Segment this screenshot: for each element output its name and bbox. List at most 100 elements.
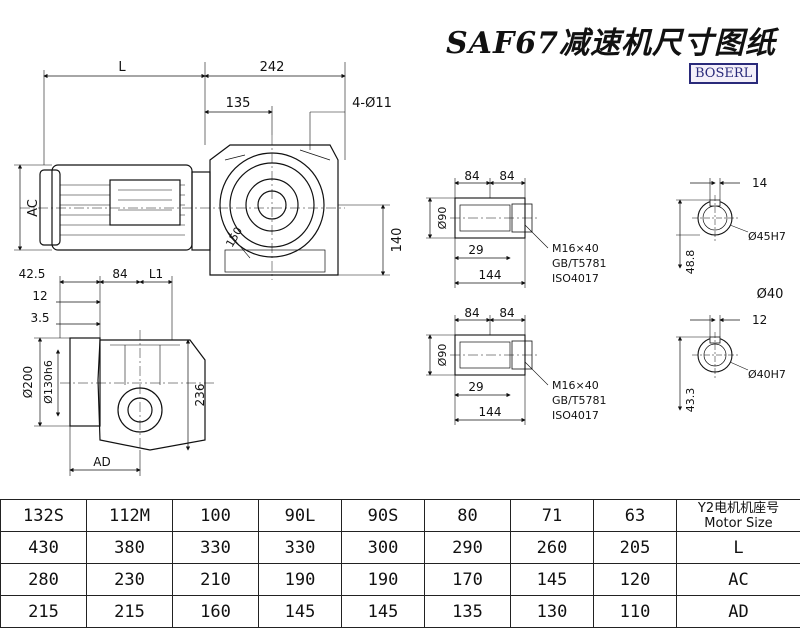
side-view-labels: 42.5 84 L1 12 3.5 Ø200 Ø130h6 236 AD (19, 267, 207, 469)
section-1-labels: 14 Ø45H7 48.8 Ø40 (684, 176, 786, 302)
thread-3-label: ISO4017 (552, 272, 599, 285)
dim-144-label: 144 (479, 268, 502, 282)
gearbox-housing (209, 144, 339, 276)
table-cell: 280 (0, 563, 87, 596)
dim-29-label-2: 29 (468, 380, 483, 394)
dim-L-label: L (118, 60, 126, 75)
main-view-labels: L 242 135 4-Ø11 AC 140 150 (26, 60, 405, 252)
table-cell: 210 (172, 563, 259, 596)
table-cell: 330 (258, 531, 342, 564)
dim-140-label: 140 (390, 228, 405, 253)
dim-bore-40-label: Ø40H7 (748, 368, 786, 381)
section-2 (676, 315, 749, 411)
dim-12-sec-label: 12 (752, 313, 767, 327)
table-cell: 135 (424, 595, 511, 628)
thread-3-label-2: ISO4017 (552, 409, 599, 422)
dim-29-label: 29 (468, 243, 483, 257)
thread-2-label: GB/T5781 (552, 257, 607, 270)
row-label: AC (676, 563, 800, 596)
main-view (14, 62, 390, 280)
table-cell: 190 (258, 563, 342, 596)
dim-holes-label: 4-Ø11 (352, 96, 392, 111)
table-row: 280 230 210 190 190 170 145 120 AC (0, 563, 800, 596)
table-cell: 160 (172, 595, 259, 628)
dim-84b-label-2: 84 (499, 306, 514, 320)
table-header-row: 132S 112M 100 90L 90S 80 71 63 Y2电机机座号 M… (0, 499, 800, 532)
dim-135-label: 135 (226, 96, 251, 111)
table-row: 215 215 160 145 145 135 130 110 AD (0, 595, 800, 628)
row-label: AD (676, 595, 800, 628)
dim-bore-45-label: Ø45H7 (748, 230, 786, 243)
dim-200-label: Ø200 (21, 366, 35, 398)
shaft-view-2 (426, 315, 549, 425)
brand-logo: BOSERL (689, 63, 759, 84)
dim-48-8-label: 48.8 (684, 250, 697, 275)
table-cell: 145 (341, 595, 425, 628)
table-cell: 380 (86, 531, 173, 564)
dim-84b-label: 84 (499, 169, 514, 183)
size-cell: 71 (510, 499, 594, 532)
table-cell: 120 (593, 563, 677, 596)
side-view (34, 276, 215, 476)
table-cell: 290 (424, 531, 511, 564)
table-cell: 430 (0, 531, 87, 564)
dim-84a-label: 84 (464, 169, 479, 183)
table-cell: 145 (510, 563, 594, 596)
header-label-cn: Y2电机机座号 (697, 500, 780, 516)
table-cell: 170 (424, 563, 511, 596)
table-cell: 205 (593, 531, 677, 564)
table-cell: 190 (341, 563, 425, 596)
motor-fan-cover (39, 169, 61, 246)
shaft-view-1 (426, 178, 549, 288)
dim-84-label: 84 (112, 267, 127, 281)
motor-size-table: 132S 112M 100 90L 90S 80 71 63 Y2电机机座号 M… (0, 499, 800, 628)
header-label-en: Motor Size (704, 515, 773, 531)
dim-90-label: Ø90 (436, 207, 449, 230)
dim-42-5-label: 42.5 (19, 267, 46, 281)
size-cell: 63 (593, 499, 677, 532)
dim-242-label: 242 (260, 60, 285, 75)
table-cell: 130 (510, 595, 594, 628)
table-cell: 260 (510, 531, 594, 564)
table-cell: 145 (258, 595, 342, 628)
side-housing (97, 339, 206, 451)
size-cell: 132S (0, 499, 87, 532)
dim-144-label-2: 144 (479, 405, 502, 419)
shaft-view-2-labels: 84 84 29 144 Ø90 M16×40 GB/T5781 ISO4017 (436, 306, 607, 422)
table-cell: 215 (0, 595, 87, 628)
side-flange (69, 337, 101, 427)
drawing-title: SAF67减速机尺寸图纸 (446, 26, 776, 61)
table-header-label: Y2电机机座号 Motor Size (676, 499, 800, 532)
table-cell: 215 (86, 595, 173, 628)
size-cell: 90S (341, 499, 425, 532)
dim-3-5-label: 3.5 (30, 311, 49, 325)
table-cell: 330 (172, 531, 259, 564)
dim-43-3-label: 43.3 (684, 388, 697, 413)
size-cell: 112M (86, 499, 173, 532)
size-cell: 90L (258, 499, 342, 532)
dim-90-label-2: Ø90 (436, 344, 449, 367)
dim-84a-label-2: 84 (464, 306, 479, 320)
thread-1-label: M16×40 (552, 242, 599, 255)
dim-236-label: 236 (193, 384, 207, 407)
thread-2-label-2: GB/T5781 (552, 394, 607, 407)
dim-150-label: 150 (223, 225, 245, 250)
table-cell: 230 (86, 563, 173, 596)
table-cell: 300 (341, 531, 425, 564)
table-row: 430 380 330 330 300 290 260 205 L (0, 531, 800, 564)
technical-drawing: L 242 135 4-Ø11 AC 140 150 (14, 60, 786, 476)
terminal-box (109, 179, 181, 226)
section-1 (676, 178, 749, 269)
dim-AC-label: AC (26, 199, 41, 217)
shaft-view-1-labels: 84 84 29 144 Ø90 M16×40 GB/T5781 ISO4017 (436, 169, 607, 285)
output-hub-inner (245, 178, 299, 232)
dim-12-label: 12 (32, 289, 47, 303)
dim-AD-label: AD (93, 455, 110, 469)
dim-130-label: Ø130h6 (42, 360, 55, 404)
section-2-labels: 12 Ø40H7 43.3 (684, 313, 786, 412)
size-cell: 100 (172, 499, 259, 532)
thread-1-label-2: M16×40 (552, 379, 599, 392)
dim-14-label: 14 (752, 176, 767, 190)
row-label: L (676, 531, 800, 564)
